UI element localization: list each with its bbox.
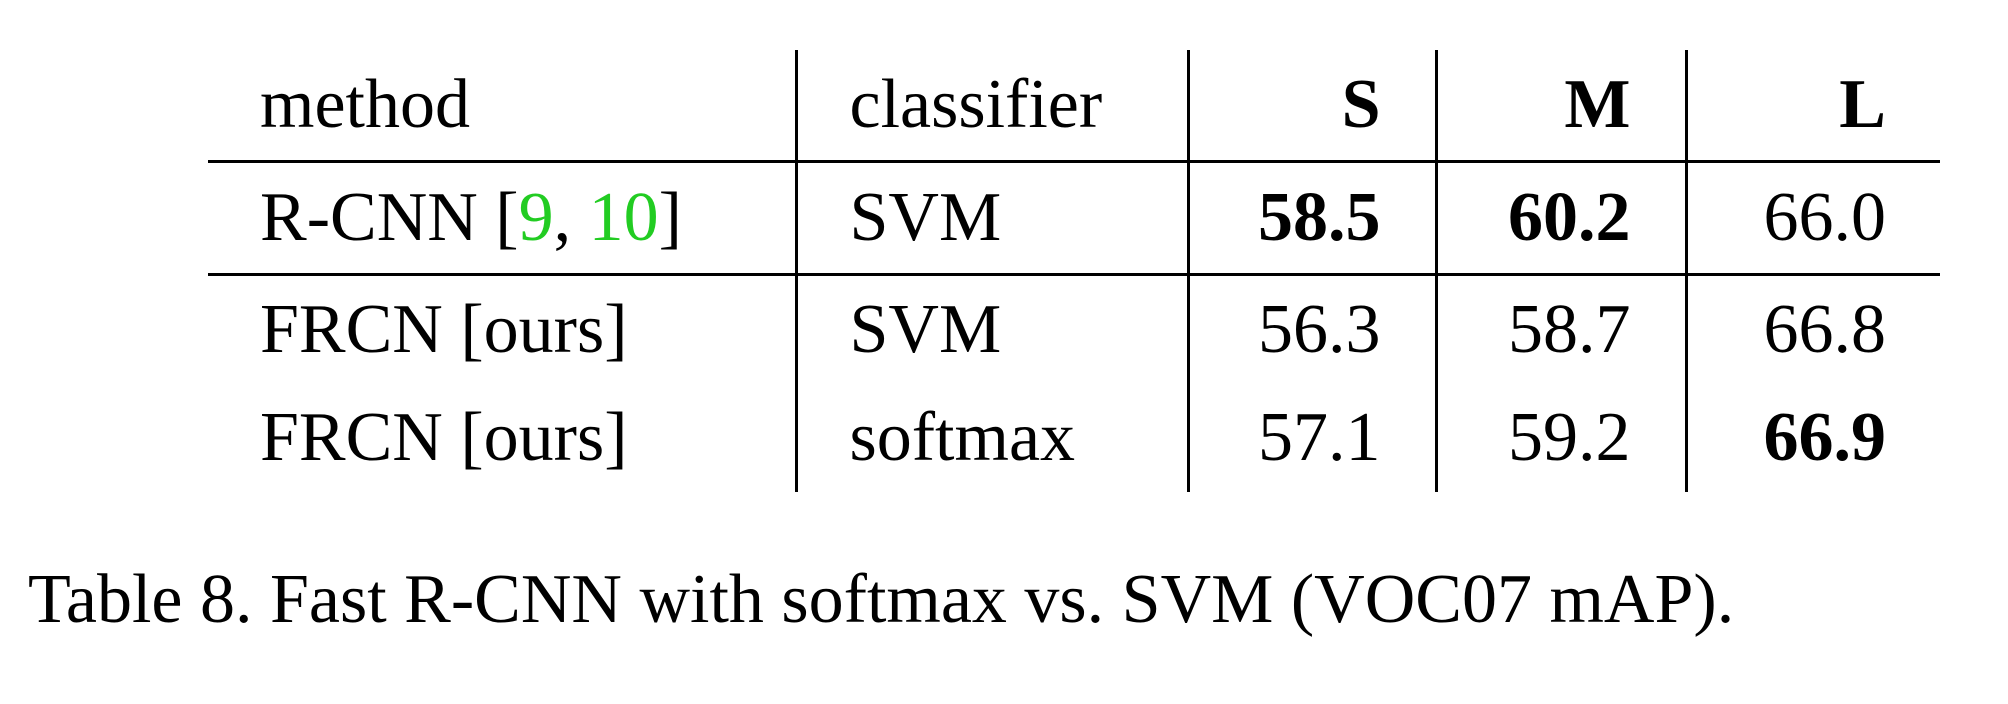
cell-s: 56.3 (1188, 274, 1438, 384)
cell-classifier: softmax (796, 383, 1190, 492)
header-method: method (208, 50, 798, 163)
header-m: M (1436, 50, 1688, 163)
header-l: L (1686, 50, 1940, 163)
cell-s: 57.1 (1188, 383, 1438, 492)
cell-classifier: SVM (796, 161, 1190, 276)
cell-m: 58.7 (1436, 274, 1688, 384)
table-header-row: method classifier S M L (208, 50, 1940, 163)
header-classifier: classifier (796, 50, 1190, 163)
table-caption: Table 8. Fast R-CNN with softmax vs. SVM… (28, 561, 1735, 638)
cell-l: 66.8 (1763, 290, 1887, 368)
results-table-container: method classifier S M L R-CNN [9, 10] SV… (208, 50, 1940, 492)
cell-s: 58.5 (1188, 161, 1438, 276)
cell-l: 66.0 (1686, 161, 1940, 276)
cell-classifier: SVM (796, 274, 1190, 384)
header-s: S (1188, 50, 1438, 163)
table-row: R-CNN [9, 10] SVM 58.5 60.2 66.0 (208, 161, 1940, 276)
method-prefix: R-CNN [ (260, 178, 519, 256)
cell-m: 59.2 (1436, 383, 1688, 492)
table-row: FRCN [ours] softmax 57.1 59.2 66.9 (208, 383, 1940, 492)
cell-method: FRCN [ours] (208, 274, 798, 384)
citation-link-9[interactable]: 9 (518, 178, 554, 256)
cell-method: FRCN [ours] (208, 383, 798, 492)
citation-link-10[interactable]: 10 (588, 178, 659, 256)
cell-m: 60.2 (1436, 161, 1688, 276)
table-row: FRCN [ours] SVM 56.3 58.7 66.8 (208, 274, 1940, 384)
method-suffix: ] (658, 178, 682, 256)
cell-l: 66.9 (1763, 398, 1887, 476)
cell-method: R-CNN [9, 10] (208, 161, 798, 276)
citation-separator: , (553, 178, 589, 256)
results-table: method classifier S M L R-CNN [9, 10] SV… (208, 50, 1940, 492)
